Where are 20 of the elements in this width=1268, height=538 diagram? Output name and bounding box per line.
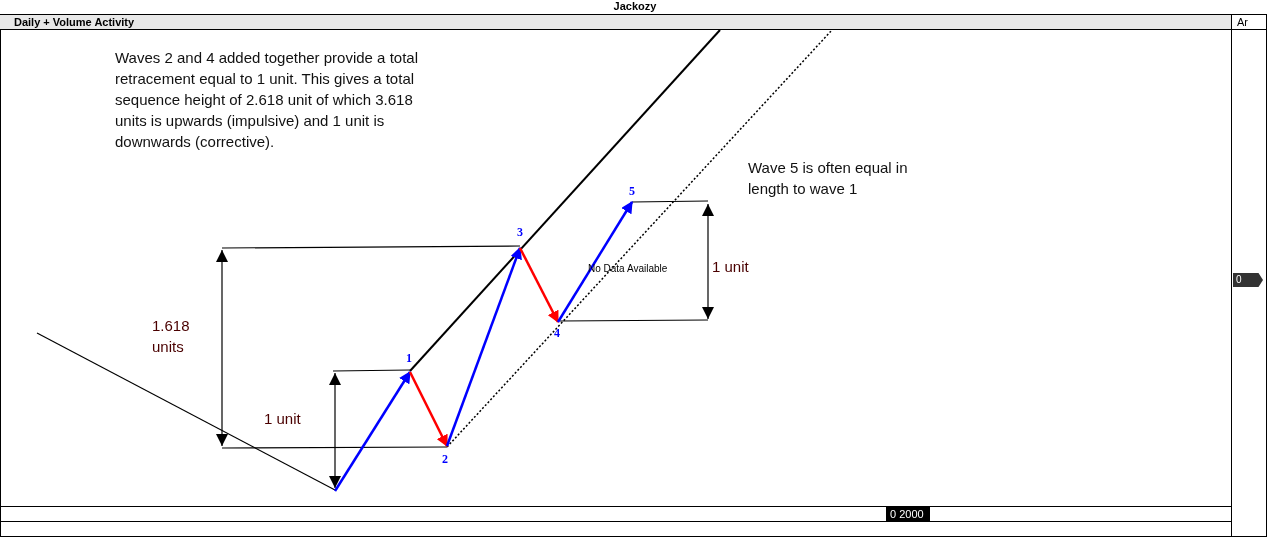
axis-header: Ar: [1236, 15, 1249, 29]
panel-title: Daily + Volume Activity: [0, 15, 1231, 29]
dimension-label: 1 unit: [264, 410, 301, 427]
wave-arrow: [556, 201, 634, 323]
wave-number: 1: [403, 351, 415, 365]
wave-number: 4: [551, 326, 563, 340]
wave-number: 2: [439, 452, 451, 466]
wave-number: 5: [626, 184, 638, 198]
wave-arrow: [445, 246, 522, 447]
wave-arrow: [518, 247, 560, 324]
dimension-label: 1.618 units: [152, 316, 191, 357]
axis-tag: 0 2000: [886, 507, 930, 521]
chart-author: Jackozy: [612, 0, 658, 12]
dimension-label: 1 unit: [712, 258, 749, 275]
wave-arrow: [408, 371, 449, 448]
annotation-text: Wave 5 is often equal in length to wave 1: [748, 158, 909, 199]
annotation-text: Waves 2 and 4 added together provide a total retracement equal to 1 unit. This gives a total sequence height of 2.618 unit of which 3.618 units is upwards (impulsive) and 1 unit is downwards (corrective).: [115, 48, 419, 152]
wave-number: 3: [514, 225, 526, 239]
wave-arrow: [333, 371, 412, 492]
price-tag: 0: [1233, 273, 1263, 287]
